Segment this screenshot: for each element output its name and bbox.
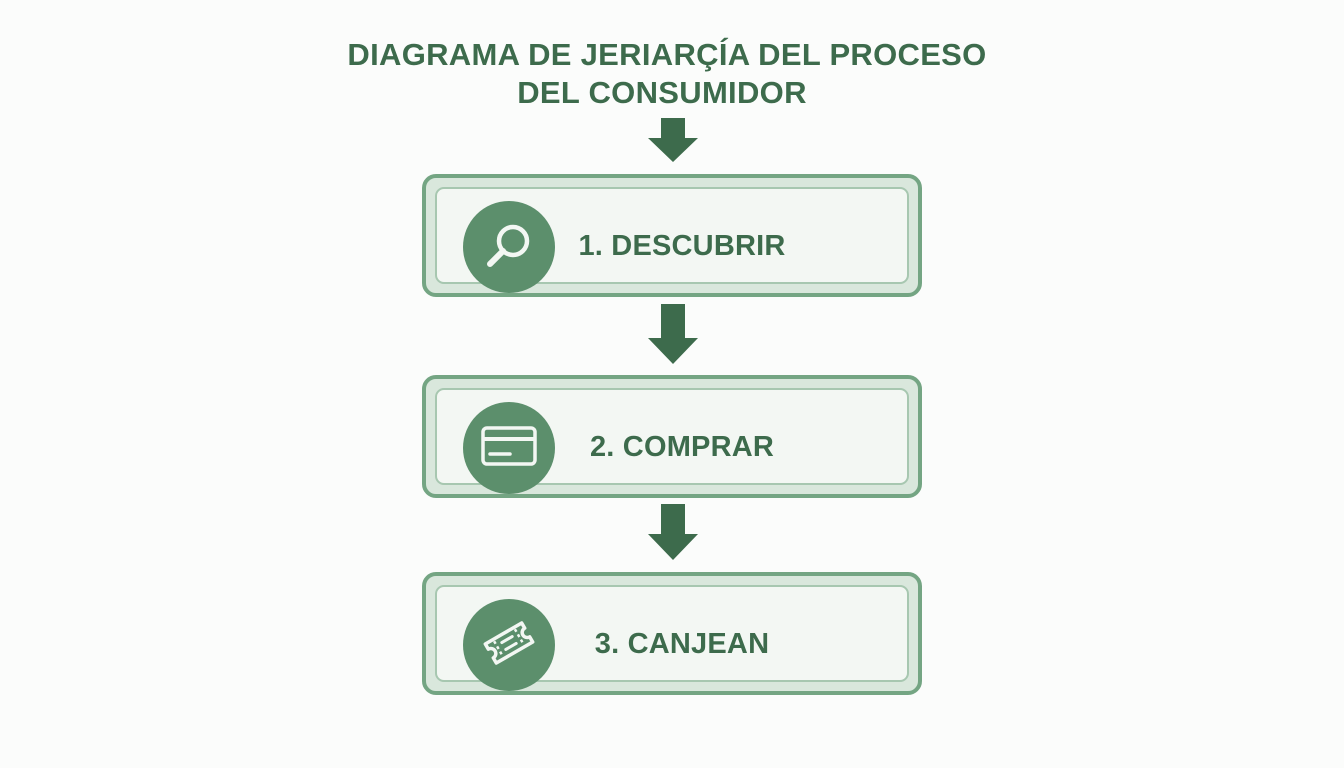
step-label: 3. CANJEAN — [594, 628, 770, 660]
step-icon-circle — [463, 402, 555, 494]
step-inner-panel: 2. COMPRAR — [435, 388, 909, 494]
diagram-title-line-2: DEL CONSUMIDOR — [517, 75, 807, 110]
step-discover: 1. DESCUBRIR — [422, 174, 922, 297]
search-icon — [481, 217, 537, 278]
step-icon-circle — [463, 599, 555, 691]
step-purchase: 2. COMPRAR — [422, 375, 922, 498]
arrow-down-icon — [646, 118, 700, 162]
step-label: 2. COMPRAR — [589, 431, 775, 463]
step-inner-panel: 3. CANJEAN — [435, 585, 909, 691]
step-label: 1. DESCUBRIR — [578, 230, 786, 262]
arrow-down-icon — [646, 504, 700, 560]
step-icon-circle — [463, 201, 555, 293]
step-inner-panel: 1. DESCUBRIR — [435, 187, 909, 293]
step-redeem: 3. CANJEAN — [422, 572, 922, 695]
arrow-down-icon — [646, 304, 700, 364]
diagram-title-line-1: DIAGRAMA DE JERIARÇÍA DEL PROCESO — [347, 37, 987, 72]
ticket-icon — [480, 614, 538, 677]
credit-card-icon — [480, 423, 538, 474]
